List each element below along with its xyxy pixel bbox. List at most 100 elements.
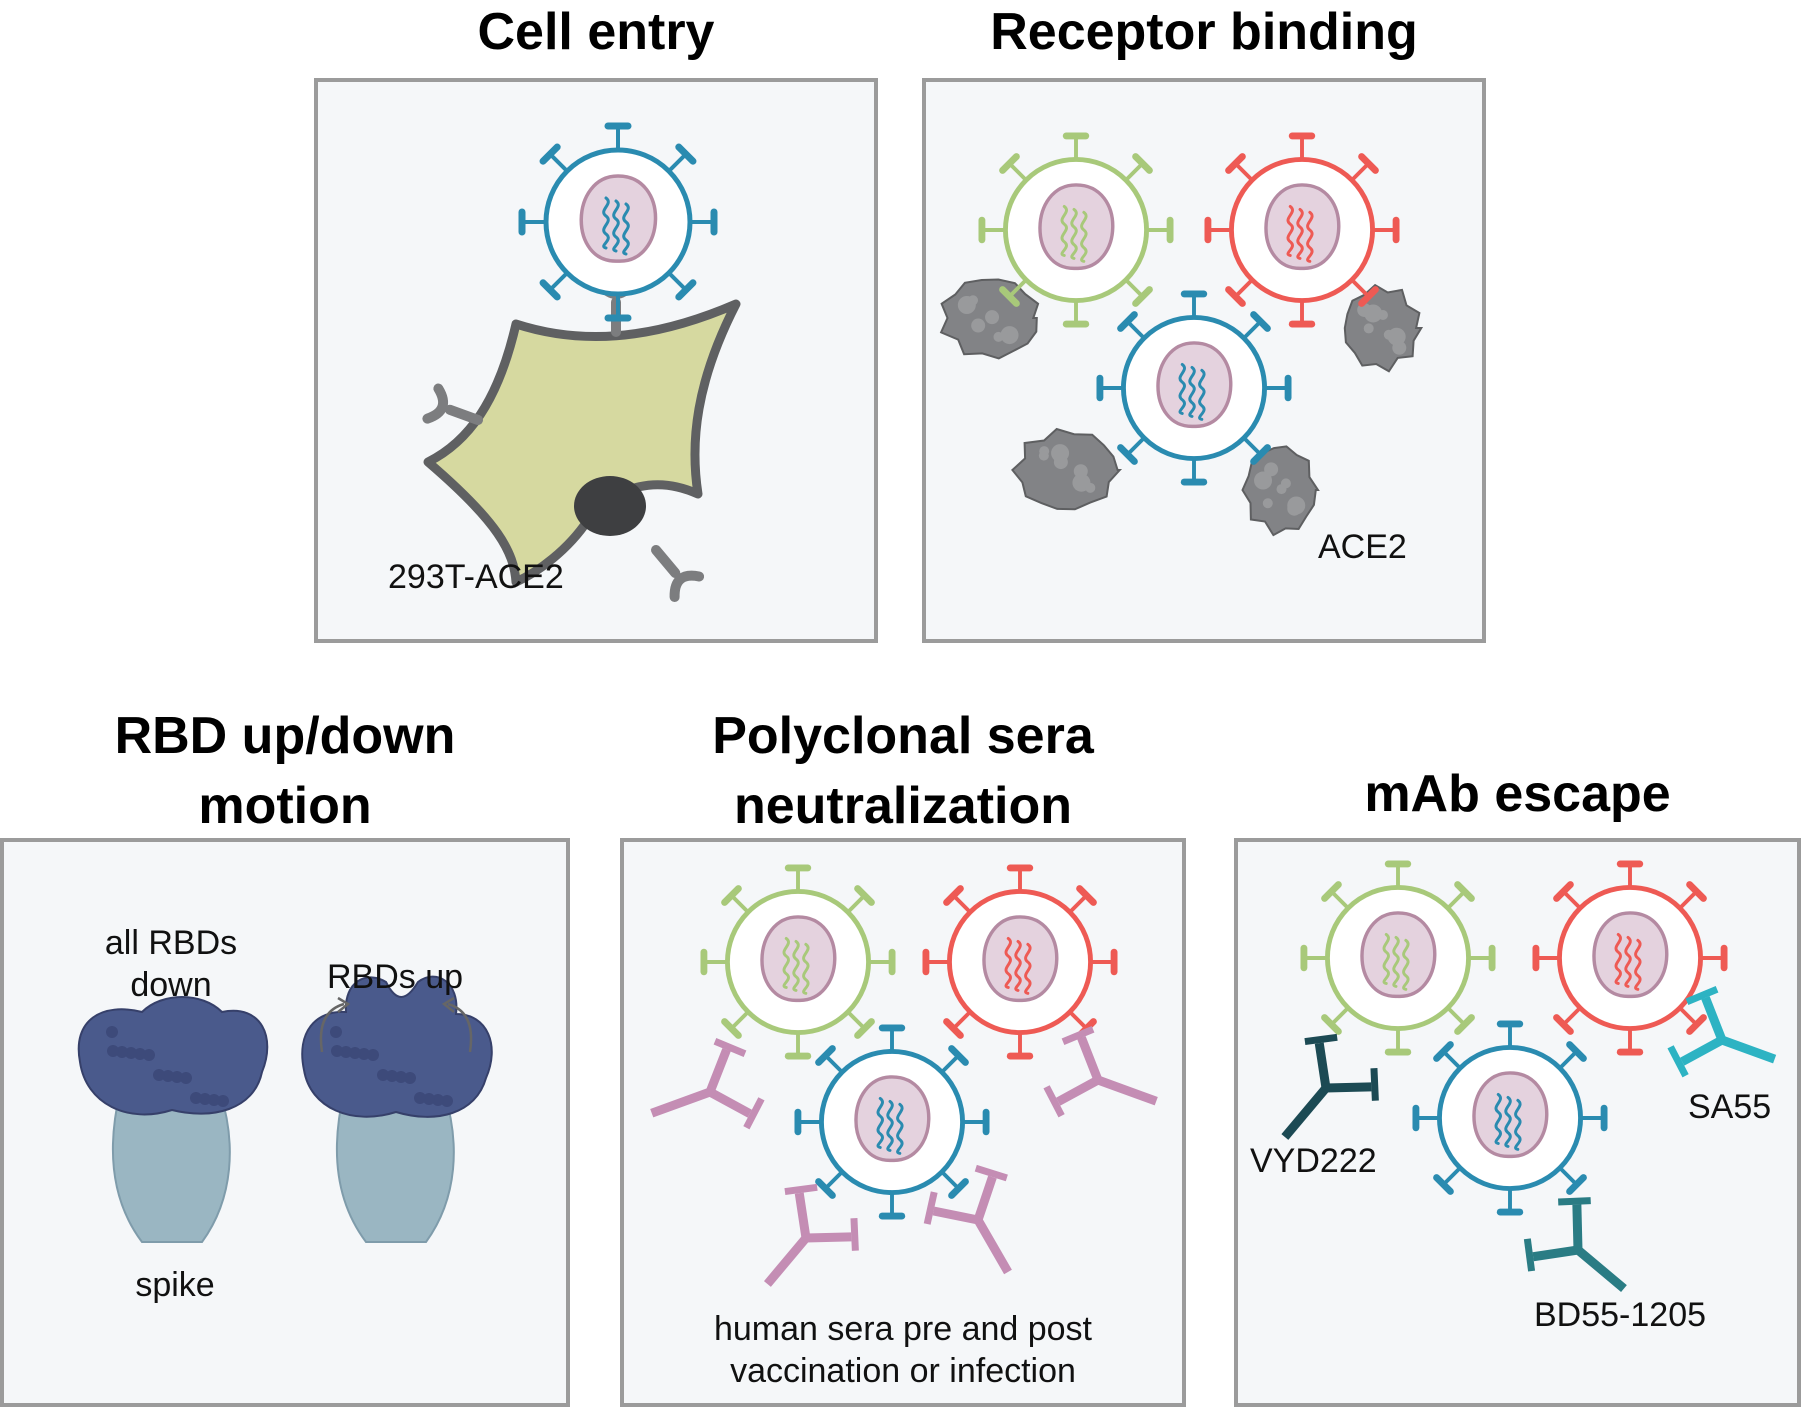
spike-head xyxy=(1321,881,1342,902)
surface-bump xyxy=(162,1070,174,1082)
antibody-label-bd55-1205: BD55-1205 xyxy=(1534,1296,1707,1334)
spike-stalk xyxy=(1678,1006,1697,1025)
spike-stalk xyxy=(1068,1010,1087,1029)
surface-bump xyxy=(153,1069,165,1081)
spike-head-region xyxy=(77,996,269,1116)
spike-stalk xyxy=(1331,1006,1350,1025)
surface-bump xyxy=(217,1095,229,1107)
spike-stalk xyxy=(731,895,750,914)
spike-trimer-rbds-up xyxy=(301,975,493,1243)
rna-strand xyxy=(1306,210,1314,263)
surface-bump xyxy=(985,310,1000,325)
spike-head xyxy=(1686,1014,1707,1035)
sera-caption: human sera pre and post vaccination or i… xyxy=(644,1308,1162,1392)
mab-escape-title: mAb escape xyxy=(1364,765,1671,823)
surface-bump xyxy=(414,1092,426,1104)
spike-stalk xyxy=(1678,891,1697,910)
rna-strand xyxy=(1504,1095,1512,1148)
rbd-motion-arrows xyxy=(319,996,473,1053)
spike-stalk xyxy=(731,1010,750,1029)
spike-head xyxy=(1686,881,1707,902)
surface-bump xyxy=(1363,323,1374,334)
spike-stalk xyxy=(550,154,569,173)
ace2-receptor xyxy=(422,383,483,425)
antibody-shape xyxy=(763,1183,859,1287)
rna-strand xyxy=(1198,368,1206,421)
antibody-sa55 xyxy=(1667,986,1777,1078)
spike-stalk xyxy=(1068,895,1087,914)
spike-head xyxy=(1566,1174,1587,1195)
spike-stalk-region xyxy=(335,1091,455,1243)
spike-head xyxy=(721,885,742,906)
virus-particle-blue xyxy=(1096,290,1292,486)
rbd-motion-panel: all RBDs down RBDs up spike xyxy=(0,838,570,1407)
surface-bump xyxy=(143,1049,155,1061)
antibody-shape xyxy=(1667,986,1777,1078)
surface-bump xyxy=(1038,450,1049,461)
antibody-bd55-1205 xyxy=(1523,1197,1627,1293)
surface-bump xyxy=(1377,310,1388,321)
spike-head xyxy=(1358,286,1379,307)
spike-stalk xyxy=(1446,891,1465,910)
spike-stalk xyxy=(1563,891,1582,910)
spike-head xyxy=(948,1045,969,1066)
nucleocapsid xyxy=(982,915,1059,1003)
spike-trimer-rbds-down xyxy=(77,996,269,1243)
virus-particle-blue xyxy=(1412,1020,1608,1216)
surface-bump xyxy=(971,318,986,333)
spike-stalk-region xyxy=(111,1091,231,1243)
surface-bump xyxy=(377,1069,389,1081)
virus-particle-red xyxy=(922,864,1118,1060)
spike-stalk xyxy=(940,1170,959,1189)
rna-strand xyxy=(1188,365,1196,418)
rna-strand xyxy=(1494,1093,1502,1145)
spike-head xyxy=(1553,1014,1574,1035)
rbd-motion-title-line2: motion xyxy=(198,777,372,835)
surface-bump xyxy=(330,1026,342,1038)
spike-head xyxy=(1117,444,1138,465)
surface-bump xyxy=(367,1049,379,1061)
spike-stalk xyxy=(1350,163,1369,182)
spike-stalk xyxy=(1124,163,1143,182)
cell-entry-panel: 293T-ACE2 xyxy=(314,78,878,643)
spike-stalk xyxy=(1350,278,1369,297)
rbds-down-label-line1: all RBDs xyxy=(104,924,238,962)
spike-stalk xyxy=(1235,163,1254,182)
spike-head xyxy=(999,286,1020,307)
spike-stalk xyxy=(1127,321,1146,340)
spike-head xyxy=(675,143,697,165)
surface-bump xyxy=(441,1095,453,1107)
nucleocapsid xyxy=(1472,1071,1549,1159)
spike-head xyxy=(1117,311,1138,332)
surface-bump xyxy=(199,1093,211,1105)
spike-head xyxy=(943,885,964,906)
rna-strand xyxy=(1296,207,1304,260)
surface-bump xyxy=(404,1072,416,1084)
mab-escape-panel: VYD222 SA55 BD55-1205 xyxy=(1234,838,1801,1407)
protein-surface xyxy=(1011,427,1123,511)
rna-strand xyxy=(802,942,810,995)
surface-bump xyxy=(1262,498,1273,509)
surface-bump xyxy=(106,1026,118,1038)
spike-stalk xyxy=(1235,278,1254,297)
surface-bump xyxy=(423,1093,435,1105)
rna-strand xyxy=(1392,935,1400,988)
spike-stalk xyxy=(825,1055,844,1074)
surface-bump xyxy=(1073,464,1088,479)
rna-strand xyxy=(1024,942,1032,995)
spike-head xyxy=(1566,1041,1587,1062)
rbd-motion-illustration xyxy=(77,975,493,1243)
spike-stalk xyxy=(846,895,865,914)
spike-stalk xyxy=(1331,891,1350,910)
spike-head xyxy=(999,153,1020,174)
rbd-motion-title: RBD up/down motion xyxy=(0,706,570,836)
spike-head xyxy=(1076,885,1097,906)
surface-bump xyxy=(1254,471,1273,490)
spike-stalk xyxy=(1443,1166,1462,1185)
rna-strand xyxy=(1382,933,1390,985)
spike-stalk xyxy=(953,895,972,914)
virus-particle-blue xyxy=(794,1024,990,1220)
antibody-vyd222 xyxy=(1281,1033,1379,1140)
spike-stalk xyxy=(940,1055,959,1074)
spike-stalk xyxy=(667,154,686,173)
